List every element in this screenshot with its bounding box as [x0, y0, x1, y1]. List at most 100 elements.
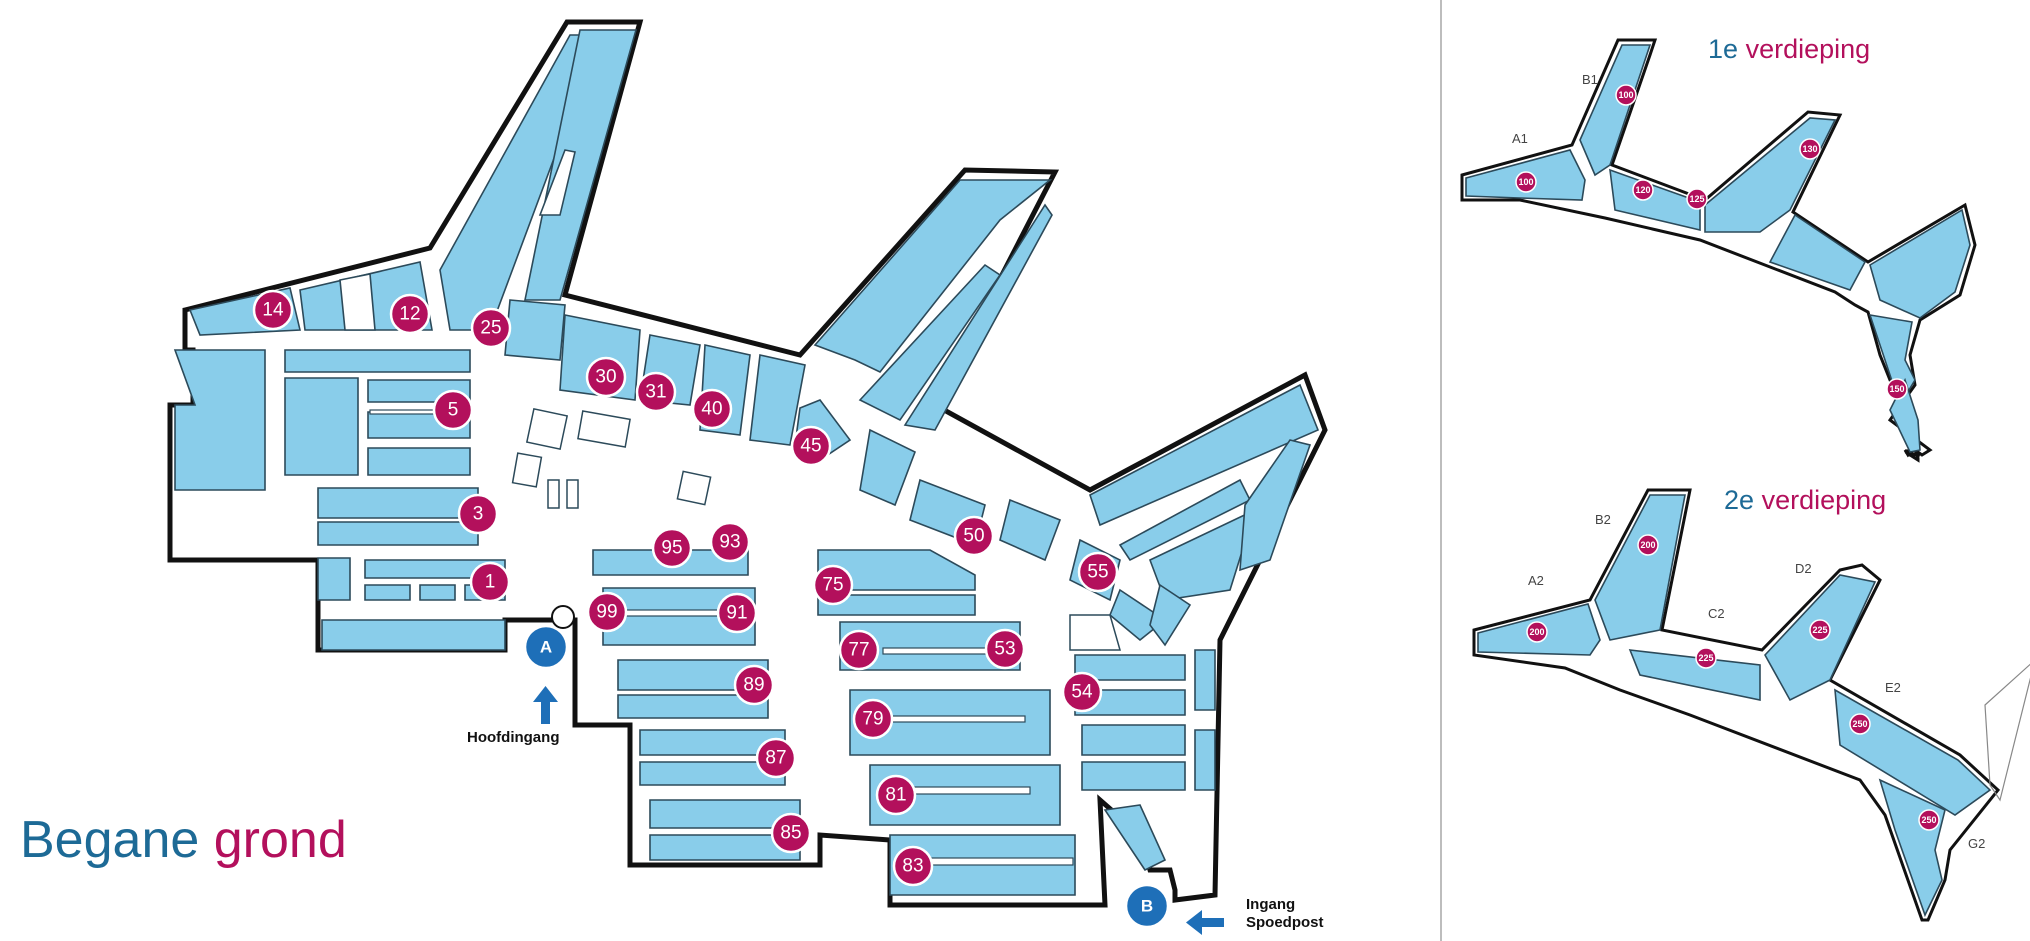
svg-text:12: 12 — [399, 304, 420, 325]
svg-text:87: 87 — [765, 748, 786, 769]
first-floor-marker-120[interactable]: 120 — [1632, 179, 1654, 201]
dept-marker-40[interactable]: 40 — [691, 388, 733, 430]
svg-text:120: 120 — [1635, 185, 1650, 195]
svg-text:89: 89 — [743, 675, 764, 696]
first-floor-marker-125[interactable]: 125 — [1686, 188, 1708, 210]
svg-text:5: 5 — [448, 400, 459, 421]
dept-marker-53[interactable]: 53 — [984, 628, 1026, 670]
dept-marker-89[interactable]: 89 — [733, 664, 775, 706]
svg-text:31: 31 — [645, 382, 666, 403]
svg-text:250: 250 — [1852, 719, 1867, 729]
svg-text:100: 100 — [1618, 90, 1633, 100]
ground-rooms — [173, 29, 1320, 896]
svg-text:125: 125 — [1689, 194, 1704, 204]
dept-marker-81[interactable]: 81 — [875, 774, 917, 816]
wing-label-a1: A1 — [1512, 131, 1528, 146]
dept-marker-25[interactable]: 25 — [470, 307, 512, 349]
svg-text:75: 75 — [822, 575, 843, 596]
dept-marker-54[interactable]: 54 — [1061, 671, 1103, 713]
wing-label-b2: B2 — [1595, 512, 1611, 527]
dept-marker-85[interactable]: 85 — [770, 812, 812, 854]
second-floor-title-part2: verdieping — [1761, 485, 1887, 515]
ground-floor-title: Begane grond — [20, 810, 347, 870]
second-floor-marker-250-g2[interactable]: 250 — [1918, 809, 1940, 831]
second-floor-marker-250-e2[interactable]: 250 — [1849, 713, 1871, 735]
svg-text:53: 53 — [994, 639, 1015, 660]
svg-text:225: 225 — [1812, 625, 1827, 635]
first-floor-title-part1: 1e — [1708, 34, 1739, 64]
svg-text:130: 130 — [1802, 144, 1817, 154]
second-floor-annex-outline — [1984, 663, 2030, 802]
dept-marker-31[interactable]: 31 — [635, 371, 677, 413]
dept-marker-5[interactable]: 5 — [432, 389, 474, 431]
dept-marker-87[interactable]: 87 — [755, 737, 797, 779]
dept-marker-77[interactable]: 77 — [838, 629, 880, 671]
svg-text:200: 200 — [1640, 540, 1655, 550]
entrance-b-marker[interactable]: B — [1124, 883, 1170, 929]
first-floor-marker-100-a1[interactable]: 100 — [1515, 171, 1537, 193]
svg-text:77: 77 — [848, 640, 869, 661]
second-floor-title: 2e verdieping — [1724, 485, 1886, 516]
dept-marker-99[interactable]: 99 — [586, 591, 628, 633]
entrance-a-marker[interactable]: A — [523, 624, 569, 670]
first-floor-marker-150[interactable]: 150 — [1886, 378, 1908, 400]
svg-text:91: 91 — [726, 603, 747, 624]
ground-floor-title-part2: grond — [213, 811, 347, 869]
ground-floor-title-part1: Begane — [20, 811, 200, 869]
dept-marker-83[interactable]: 83 — [892, 845, 934, 887]
svg-text:14: 14 — [262, 300, 284, 321]
dept-marker-14[interactable]: 14 — [252, 289, 294, 331]
second-floor-marker-225-d2[interactable]: 225 — [1809, 619, 1831, 641]
svg-text:93: 93 — [719, 532, 740, 553]
second-floor-marker-225-c2[interactable]: 225 — [1695, 647, 1717, 669]
arrow-up-icon — [533, 686, 558, 724]
svg-text:150: 150 — [1889, 384, 1904, 394]
svg-text:55: 55 — [1087, 562, 1108, 583]
dept-marker-75[interactable]: 75 — [812, 564, 854, 606]
svg-text:99: 99 — [596, 602, 617, 623]
svg-text:25: 25 — [480, 318, 501, 339]
svg-text:3: 3 — [473, 504, 484, 525]
svg-text:100: 100 — [1518, 177, 1533, 187]
svg-text:225: 225 — [1698, 653, 1713, 663]
dept-marker-1[interactable]: 1 — [469, 561, 511, 603]
emergency-entrance-label-line1: Ingang — [1246, 896, 1296, 913]
wing-label-g2: G2 — [1968, 836, 1985, 851]
svg-text:A: A — [540, 638, 552, 657]
dept-marker-93[interactable]: 93 — [709, 521, 751, 563]
svg-text:250: 250 — [1921, 815, 1936, 825]
svg-text:30: 30 — [595, 367, 616, 388]
dept-marker-50[interactable]: 50 — [953, 515, 995, 557]
first-floor-marker-130[interactable]: 130 — [1799, 138, 1821, 160]
second-floor-title-part1: 2e — [1724, 485, 1755, 515]
dept-marker-91[interactable]: 91 — [716, 592, 758, 634]
second-floor-rooms — [1477, 494, 1992, 918]
ground-floor-map: 14 12 25 30 31 40 45 50 55 5 3 1 95 93 9… — [167, 19, 1328, 935]
svg-text:85: 85 — [780, 823, 801, 844]
first-floor-title-part2: verdieping — [1745, 34, 1871, 64]
hall-fixtures — [511, 407, 1121, 651]
first-floor-title: 1e verdieping — [1708, 34, 1870, 65]
svg-text:50: 50 — [963, 526, 984, 547]
dept-marker-55[interactable]: 55 — [1077, 551, 1119, 593]
dept-marker-12[interactable]: 12 — [389, 293, 431, 335]
dept-marker-45[interactable]: 45 — [790, 425, 832, 467]
wing-label-d2: D2 — [1795, 561, 1812, 576]
svg-text:81: 81 — [885, 785, 906, 806]
svg-text:40: 40 — [701, 399, 722, 420]
first-floor-marker-100-b1[interactable]: 100 — [1615, 84, 1637, 106]
dept-marker-30[interactable]: 30 — [585, 356, 627, 398]
second-floor-marker-200-a2[interactable]: 200 — [1526, 621, 1548, 643]
dept-marker-95[interactable]: 95 — [651, 527, 693, 569]
wing-label-e2: E2 — [1885, 680, 1901, 695]
wing-label-a2: A2 — [1528, 573, 1544, 588]
dept-marker-79[interactable]: 79 — [852, 698, 894, 740]
svg-text:83: 83 — [902, 856, 923, 877]
svg-text:200: 200 — [1529, 627, 1544, 637]
floor-divider — [1440, 0, 1442, 941]
dept-marker-3[interactable]: 3 — [457, 493, 499, 535]
second-floor-marker-200-b2[interactable]: 200 — [1637, 534, 1659, 556]
second-floor-outline — [1472, 488, 2001, 922]
svg-text:B: B — [1141, 897, 1153, 916]
